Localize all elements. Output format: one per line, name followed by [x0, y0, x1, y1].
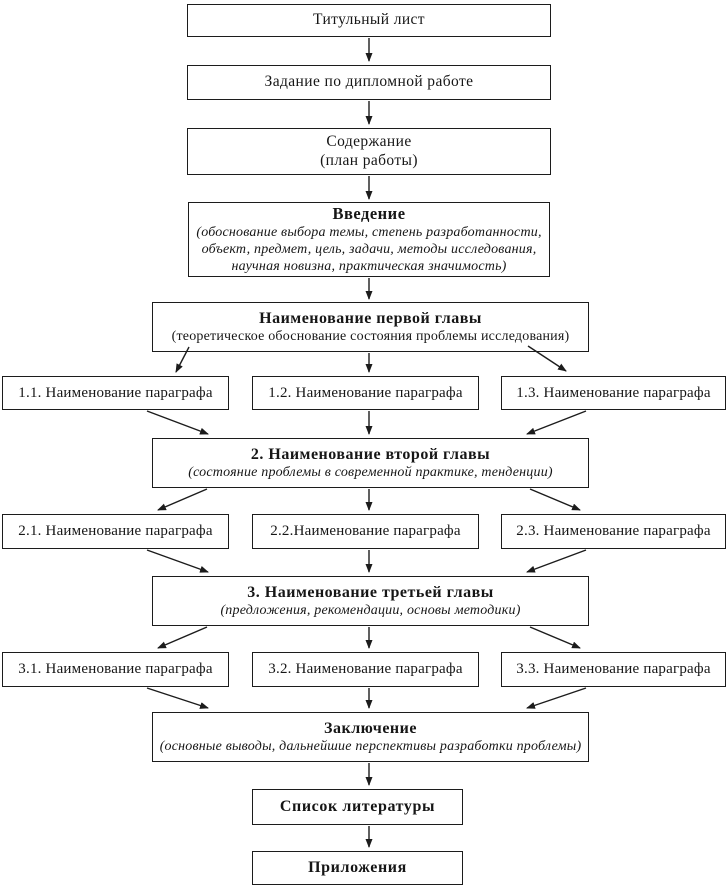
arrow-p13-to-chapter2	[526, 410, 587, 435]
box-title-page: Титульный лист	[187, 4, 551, 37]
box-assignment: Задание по дипломной работе	[187, 65, 551, 100]
chapter-1-title: Наименование первой главы	[259, 309, 482, 327]
box-paragraph-3-3: 3.3. Наименование параграфа	[501, 652, 726, 687]
paragraph-1-1-label: 1.1. Наименование параграфа	[18, 384, 213, 401]
chapter-2-title: 2. Наименование второй главы	[250, 445, 491, 463]
contents-line1: Содержание	[326, 132, 412, 150]
box-chapter-3: 3. Наименование третьей главы (предложен…	[152, 576, 589, 626]
conclusion-title: Заключение	[324, 719, 417, 737]
box-references: Список литературы	[252, 789, 463, 825]
arrow-chapter2-to-p21	[157, 488, 208, 511]
arrow-chapter3-to-p31	[157, 626, 208, 649]
box-paragraph-2-1: 2.1. Наименование параграфа	[2, 514, 229, 549]
paragraph-3-1-label: 3.1. Наименование параграфа	[18, 661, 213, 678]
arrow-p31-to-conclusion	[146, 687, 209, 709]
chapter-2-subtitle: (состояние проблемы в современной практи…	[188, 465, 553, 481]
arrow-chapter3-to-p33	[529, 626, 581, 649]
box-paragraph-2-3: 2.3. Наименование параграфа	[501, 514, 726, 549]
box-appendices: Приложения	[252, 851, 463, 885]
appendices-label: Приложения	[308, 859, 407, 877]
conclusion-subtitle: (основные выводы, дальнейшие перспективы…	[159, 739, 582, 755]
introduction-sub-line: (обоснование выбора темы, степень разраб…	[196, 224, 542, 240]
title-page-label: Титульный лист	[313, 11, 425, 29]
introduction-title: Введение	[332, 203, 406, 223]
introduction-sub-line: научная новизна, практическая значимость…	[231, 259, 507, 275]
arrow-p23-to-chapter3	[526, 549, 587, 573]
arrow-p21-to-chapter3	[146, 549, 209, 573]
paragraph-2-1-label: 2.1. Наименование параграфа	[18, 523, 213, 540]
box-paragraph-3-1: 3.1. Наименование параграфа	[2, 652, 229, 687]
paragraph-2-3-label: 2.3. Наименование параграфа	[516, 523, 711, 540]
box-chapter-1: Наименование первой главы (теоретическое…	[152, 302, 589, 352]
box-chapter-2: 2. Наименование второй главы (состояние …	[152, 438, 589, 488]
arrow-p33-to-conclusion	[526, 687, 587, 709]
box-conclusion: Заключение (основные выводы, дальнейшие …	[152, 712, 589, 762]
paragraph-1-2-label: 1.2. Наименование параграфа	[268, 384, 463, 401]
references-label: Список литературы	[279, 798, 436, 816]
box-introduction: Введение (обоснование выбора темы, степе…	[188, 202, 550, 277]
chapter-3-subtitle: (предложения, рекомендации, основы метод…	[220, 603, 521, 619]
box-paragraph-1-2: 1.2. Наименование параграфа	[252, 376, 479, 410]
paragraph-3-3-label: 3.3. Наименование параграфа	[516, 661, 711, 678]
contents-line2: (план работы)	[320, 151, 418, 169]
arrow-p11-to-chapter2	[146, 410, 209, 435]
chapter-3-title: 3. Наименование третьей главы	[247, 583, 494, 601]
paragraph-3-2-label: 3.2. Наименование параграфа	[268, 661, 463, 678]
box-paragraph-2-2: 2.2.Наименование параграфа	[252, 514, 479, 549]
paragraph-2-2-label: 2.2.Наименование параграфа	[270, 523, 461, 540]
arrow-chapter2-to-p23	[529, 488, 581, 511]
box-contents: Содержание (план работы)	[187, 128, 551, 175]
box-paragraph-1-3: 1.3. Наименование параграфа	[501, 376, 726, 410]
assignment-label: Задание по дипломной работе	[264, 73, 474, 91]
chapter-1-subtitle: (теоретическое обоснование состояния про…	[171, 329, 570, 345]
introduction-sub-line: объект, предмет, цель, задачи, методы ис…	[201, 242, 537, 258]
paragraph-1-3-label: 1.3. Наименование параграфа	[516, 384, 711, 401]
box-paragraph-3-2: 3.2. Наименование параграфа	[252, 652, 479, 687]
box-paragraph-1-1: 1.1. Наименование параграфа	[2, 376, 229, 410]
